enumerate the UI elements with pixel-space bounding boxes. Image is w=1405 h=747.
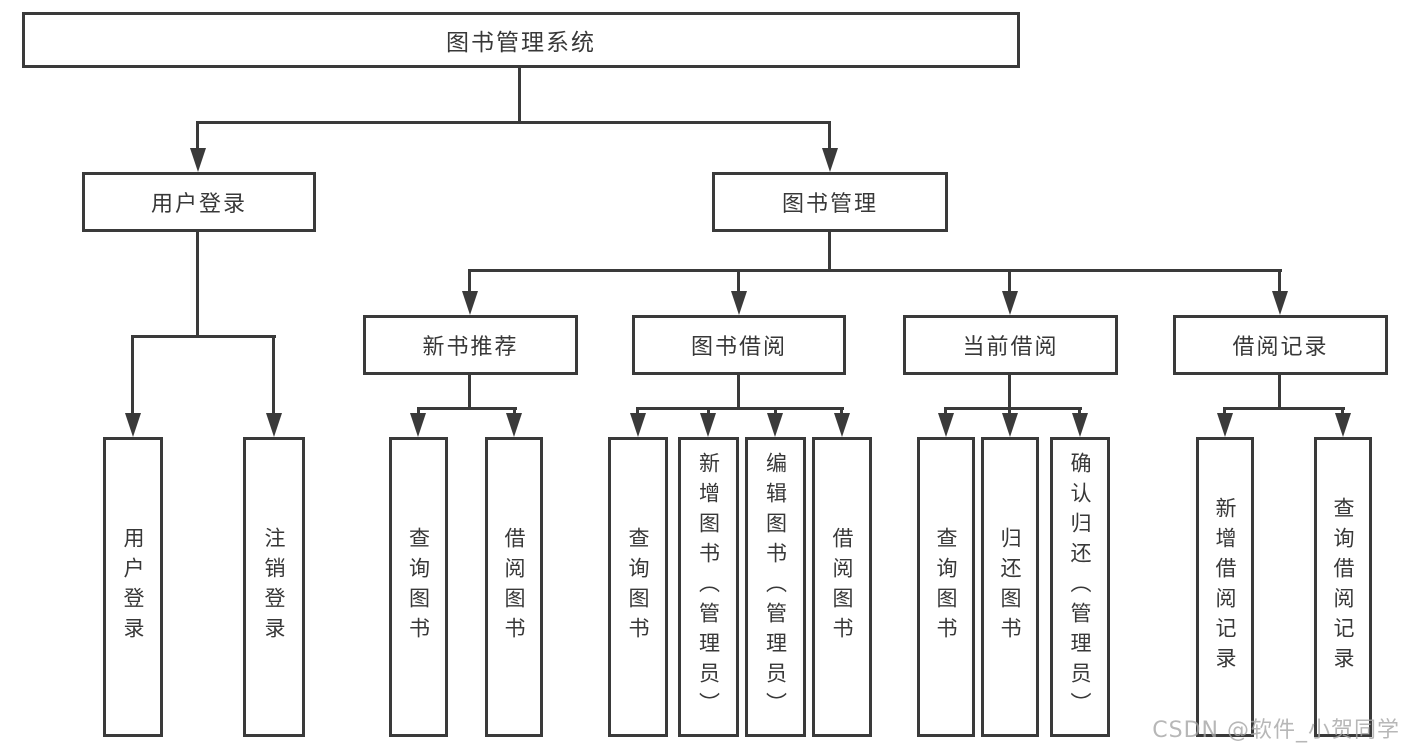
connector-line <box>272 335 275 417</box>
leaf-borrow-books-recommend: 借阅图书 <box>485 437 543 737</box>
connector-line <box>468 269 1282 272</box>
leaf-add-books-admin: 新增图书（管理员） <box>678 437 739 737</box>
leaf-borrow-books: 借阅图书 <box>812 437 872 737</box>
leaf-query-books-borrow: 查询图书 <box>608 437 668 737</box>
arrow-down-icon <box>731 291 747 315</box>
leaf-edit-books-admin: 编辑图书（管理员） <box>745 437 806 737</box>
connector-line <box>828 232 831 272</box>
leaf-add-borrow-record: 新增借阅记录 <box>1196 437 1254 737</box>
leaf-confirm-return-admin: 确认归还（管理员） <box>1050 437 1110 737</box>
leaf-label: 归还图书 <box>998 527 1022 647</box>
connector-line <box>1278 375 1281 410</box>
connector-line <box>518 68 521 124</box>
leaf-label: 确认归还（管理员） <box>1068 452 1092 722</box>
node-book-management: 图书管理 <box>712 172 948 232</box>
arrow-down-icon <box>834 413 850 437</box>
arrow-down-icon <box>1002 291 1018 315</box>
arrow-down-icon <box>1072 413 1088 437</box>
leaf-label: 借阅图书 <box>502 527 526 647</box>
leaf-label: 新增图书（管理员） <box>696 452 721 722</box>
arrow-down-icon <box>125 413 141 437</box>
leaf-label: 用户登录 <box>121 527 145 647</box>
leaf-query-borrow-record: 查询借阅记录 <box>1314 437 1372 737</box>
leaf-label: 查询图书 <box>406 527 431 647</box>
node-label: 图书管理 <box>781 192 878 217</box>
connector-line <box>417 407 517 410</box>
csdn-watermark: CSDN @软件_小贺同学 <box>1152 718 1400 743</box>
connector-line <box>1008 269 1011 295</box>
connector-line <box>944 407 1082 410</box>
node-user-login: 用户登录 <box>82 172 316 232</box>
connector-line <box>737 375 740 410</box>
arrow-down-icon <box>1272 291 1288 315</box>
connector-line <box>636 407 844 410</box>
node-label: 用户登录 <box>150 192 247 217</box>
arrow-down-icon <box>822 148 838 172</box>
connector-line <box>1278 269 1281 295</box>
arrow-down-icon <box>410 413 426 437</box>
leaf-user-login: 用户登录 <box>103 437 163 737</box>
arrow-down-icon <box>1217 413 1233 437</box>
node-label: 新书推荐 <box>422 335 519 360</box>
connector-line <box>196 121 199 153</box>
arrow-down-icon <box>1002 413 1018 437</box>
leaf-logout: 注销登录 <box>243 437 305 737</box>
arrow-down-icon <box>190 148 206 172</box>
arrow-down-icon <box>700 413 716 437</box>
connector-line <box>468 375 471 410</box>
leaf-label: 借阅图书 <box>830 527 854 647</box>
node-label: 当前借阅 <box>962 335 1059 360</box>
node-label: 图书管理系统 <box>446 30 596 56</box>
node-current-borrow: 当前借阅 <box>903 315 1118 375</box>
arrow-down-icon <box>462 291 478 315</box>
node-borrow-records: 借阅记录 <box>1173 315 1388 375</box>
connector-line <box>737 269 740 295</box>
arrow-down-icon <box>1335 413 1351 437</box>
leaf-query-books-recommend: 查询图书 <box>389 437 448 737</box>
connector-line <box>828 121 831 153</box>
node-book-borrow: 图书借阅 <box>632 315 846 375</box>
node-new-book-recommend: 新书推荐 <box>363 315 578 375</box>
arrow-down-icon <box>266 413 282 437</box>
arrow-down-icon <box>938 413 954 437</box>
leaf-label: 查询图书 <box>626 527 650 647</box>
connector-line <box>1223 407 1345 410</box>
connector-line <box>131 335 134 417</box>
connector-line <box>131 335 276 338</box>
leaf-label: 查询借阅记录 <box>1331 497 1355 677</box>
leaf-query-books-current: 查询图书 <box>917 437 975 737</box>
node-root-system: 图书管理系统 <box>22 12 1020 68</box>
connector-line <box>196 121 831 124</box>
node-label: 借阅记录 <box>1232 335 1329 360</box>
connector-line <box>196 232 199 338</box>
arrow-down-icon <box>767 413 783 437</box>
leaf-return-books: 归还图书 <box>981 437 1039 737</box>
arrow-down-icon <box>630 413 646 437</box>
connector-line <box>1008 375 1011 410</box>
connector-line <box>468 269 471 295</box>
leaf-label: 编辑图书（管理员） <box>763 452 788 722</box>
node-label: 图书借阅 <box>690 335 787 360</box>
leaf-label: 新增借阅记录 <box>1213 497 1237 677</box>
arrow-down-icon <box>506 413 522 437</box>
leaf-label: 注销登录 <box>262 527 286 647</box>
leaf-label: 查询图书 <box>934 527 958 647</box>
